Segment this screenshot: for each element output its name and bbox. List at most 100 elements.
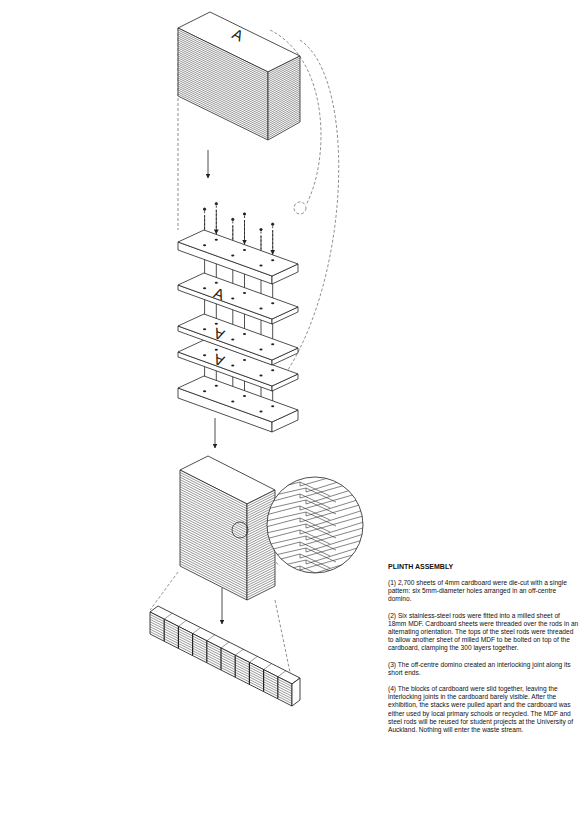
cardboard-layer [150,622,292,694]
cardboard-layer [178,46,268,90]
interlock-layer [262,466,370,492]
bolt [203,208,205,210]
bolt [272,223,274,225]
detail-marker [232,522,248,538]
cardboard-layer [178,36,268,80]
cardboard-layer [150,629,292,701]
cardboard-layer [178,82,268,126]
block-joint [178,620,186,626]
cardboard-layer [178,92,268,136]
rod-hole [243,292,246,294]
rod-hole [271,259,274,261]
note-paragraph: (2) Six stainless-steel rods were fitted… [388,612,580,653]
bolt [232,218,234,220]
row-front-face [150,612,292,706]
cardboard-layer [180,559,247,593]
cardboard-layer [180,561,247,595]
cardboard-layer [178,52,268,96]
block-end-face [268,56,300,140]
note-paragraph: (3) The off-centre domino created an int… [388,661,580,677]
mdf-sheet [178,230,298,284]
cardboard-layer [178,72,268,116]
cardboard-layer [178,60,268,104]
rod-hole [271,405,274,407]
block-joint [193,628,201,634]
rod-hole [259,349,262,351]
block-joint [178,626,179,648]
cardboard-layer [180,556,247,590]
cardboard-layer [178,44,268,88]
interlock-layer [262,550,370,576]
rod-hole [259,375,262,377]
block-front-face [178,28,268,140]
cardboard-layer [178,50,268,94]
rod-hole [231,254,234,256]
cardboard-layer [178,56,268,100]
rod-hole [215,239,218,241]
interlock-layer [262,538,370,564]
block-joint [207,635,215,641]
interlock-layer [262,556,370,582]
rod-hole [243,359,246,361]
rod-hole [231,364,234,366]
bolt-arrow [272,226,273,254]
block-front-face [180,470,247,600]
interlock-layer [262,520,370,546]
cardboard-layer [178,42,268,86]
block-joint [164,619,165,641]
cardboard-layer [150,624,292,696]
cardboard-layer [178,86,268,130]
cardboard-layer [178,84,268,128]
note-paragraph: (4) The blocks of cardboard were slid to… [388,685,580,734]
cardboard-layer [178,64,268,108]
block-joint [235,655,236,677]
rod-hole [203,390,206,392]
interlock-layer [262,484,370,510]
interlock-layer [262,496,370,522]
rod-hole [243,333,246,335]
interlock-layer [262,514,370,540]
sheet-top [178,314,298,360]
cardboard-layer [178,58,268,102]
block-joint [235,649,243,655]
cardboard-layer [247,584,275,598]
projection-line [150,572,178,610]
sheet-top [178,230,298,276]
cardboard-layer [178,48,268,92]
block-joint [220,648,221,670]
rod-hole [203,244,206,246]
cardboard-layer [178,70,268,114]
interlock-layer [306,572,336,586]
interlock-layer [262,532,370,558]
rod-hole [243,249,246,251]
block-joint [249,656,257,662]
cardboard-layer [247,581,275,595]
cardboard-layer [178,62,268,106]
cardboard-sheet [178,314,298,365]
pivot-circle [294,202,306,214]
rod-hole [203,354,206,356]
rod-hole [215,385,218,387]
block-joint [263,670,264,692]
bolt-arrow [244,216,245,244]
rod-hole [203,328,206,330]
cardboard-layer [180,554,247,588]
rod-hole [259,308,262,310]
cardboard-layer [178,38,268,82]
cardboard-layer [150,619,292,691]
cardboard-layer [178,66,268,110]
rod-hole [231,338,234,340]
cardboard-layer [178,78,268,122]
rod-hole [231,400,234,402]
block-joint [277,677,278,699]
interlock-layer [262,544,370,570]
bolt-arrow [216,206,217,234]
cardboard-layer [150,617,292,689]
cardboard-layer [178,80,268,124]
bolt [260,228,262,230]
block-joint [221,642,229,648]
block-joint [192,634,193,656]
bolt [215,203,217,205]
interlock-layer [262,490,370,516]
note-paragraph: (1) 2,700 sheets of 4mm cardboard were d… [388,579,580,604]
